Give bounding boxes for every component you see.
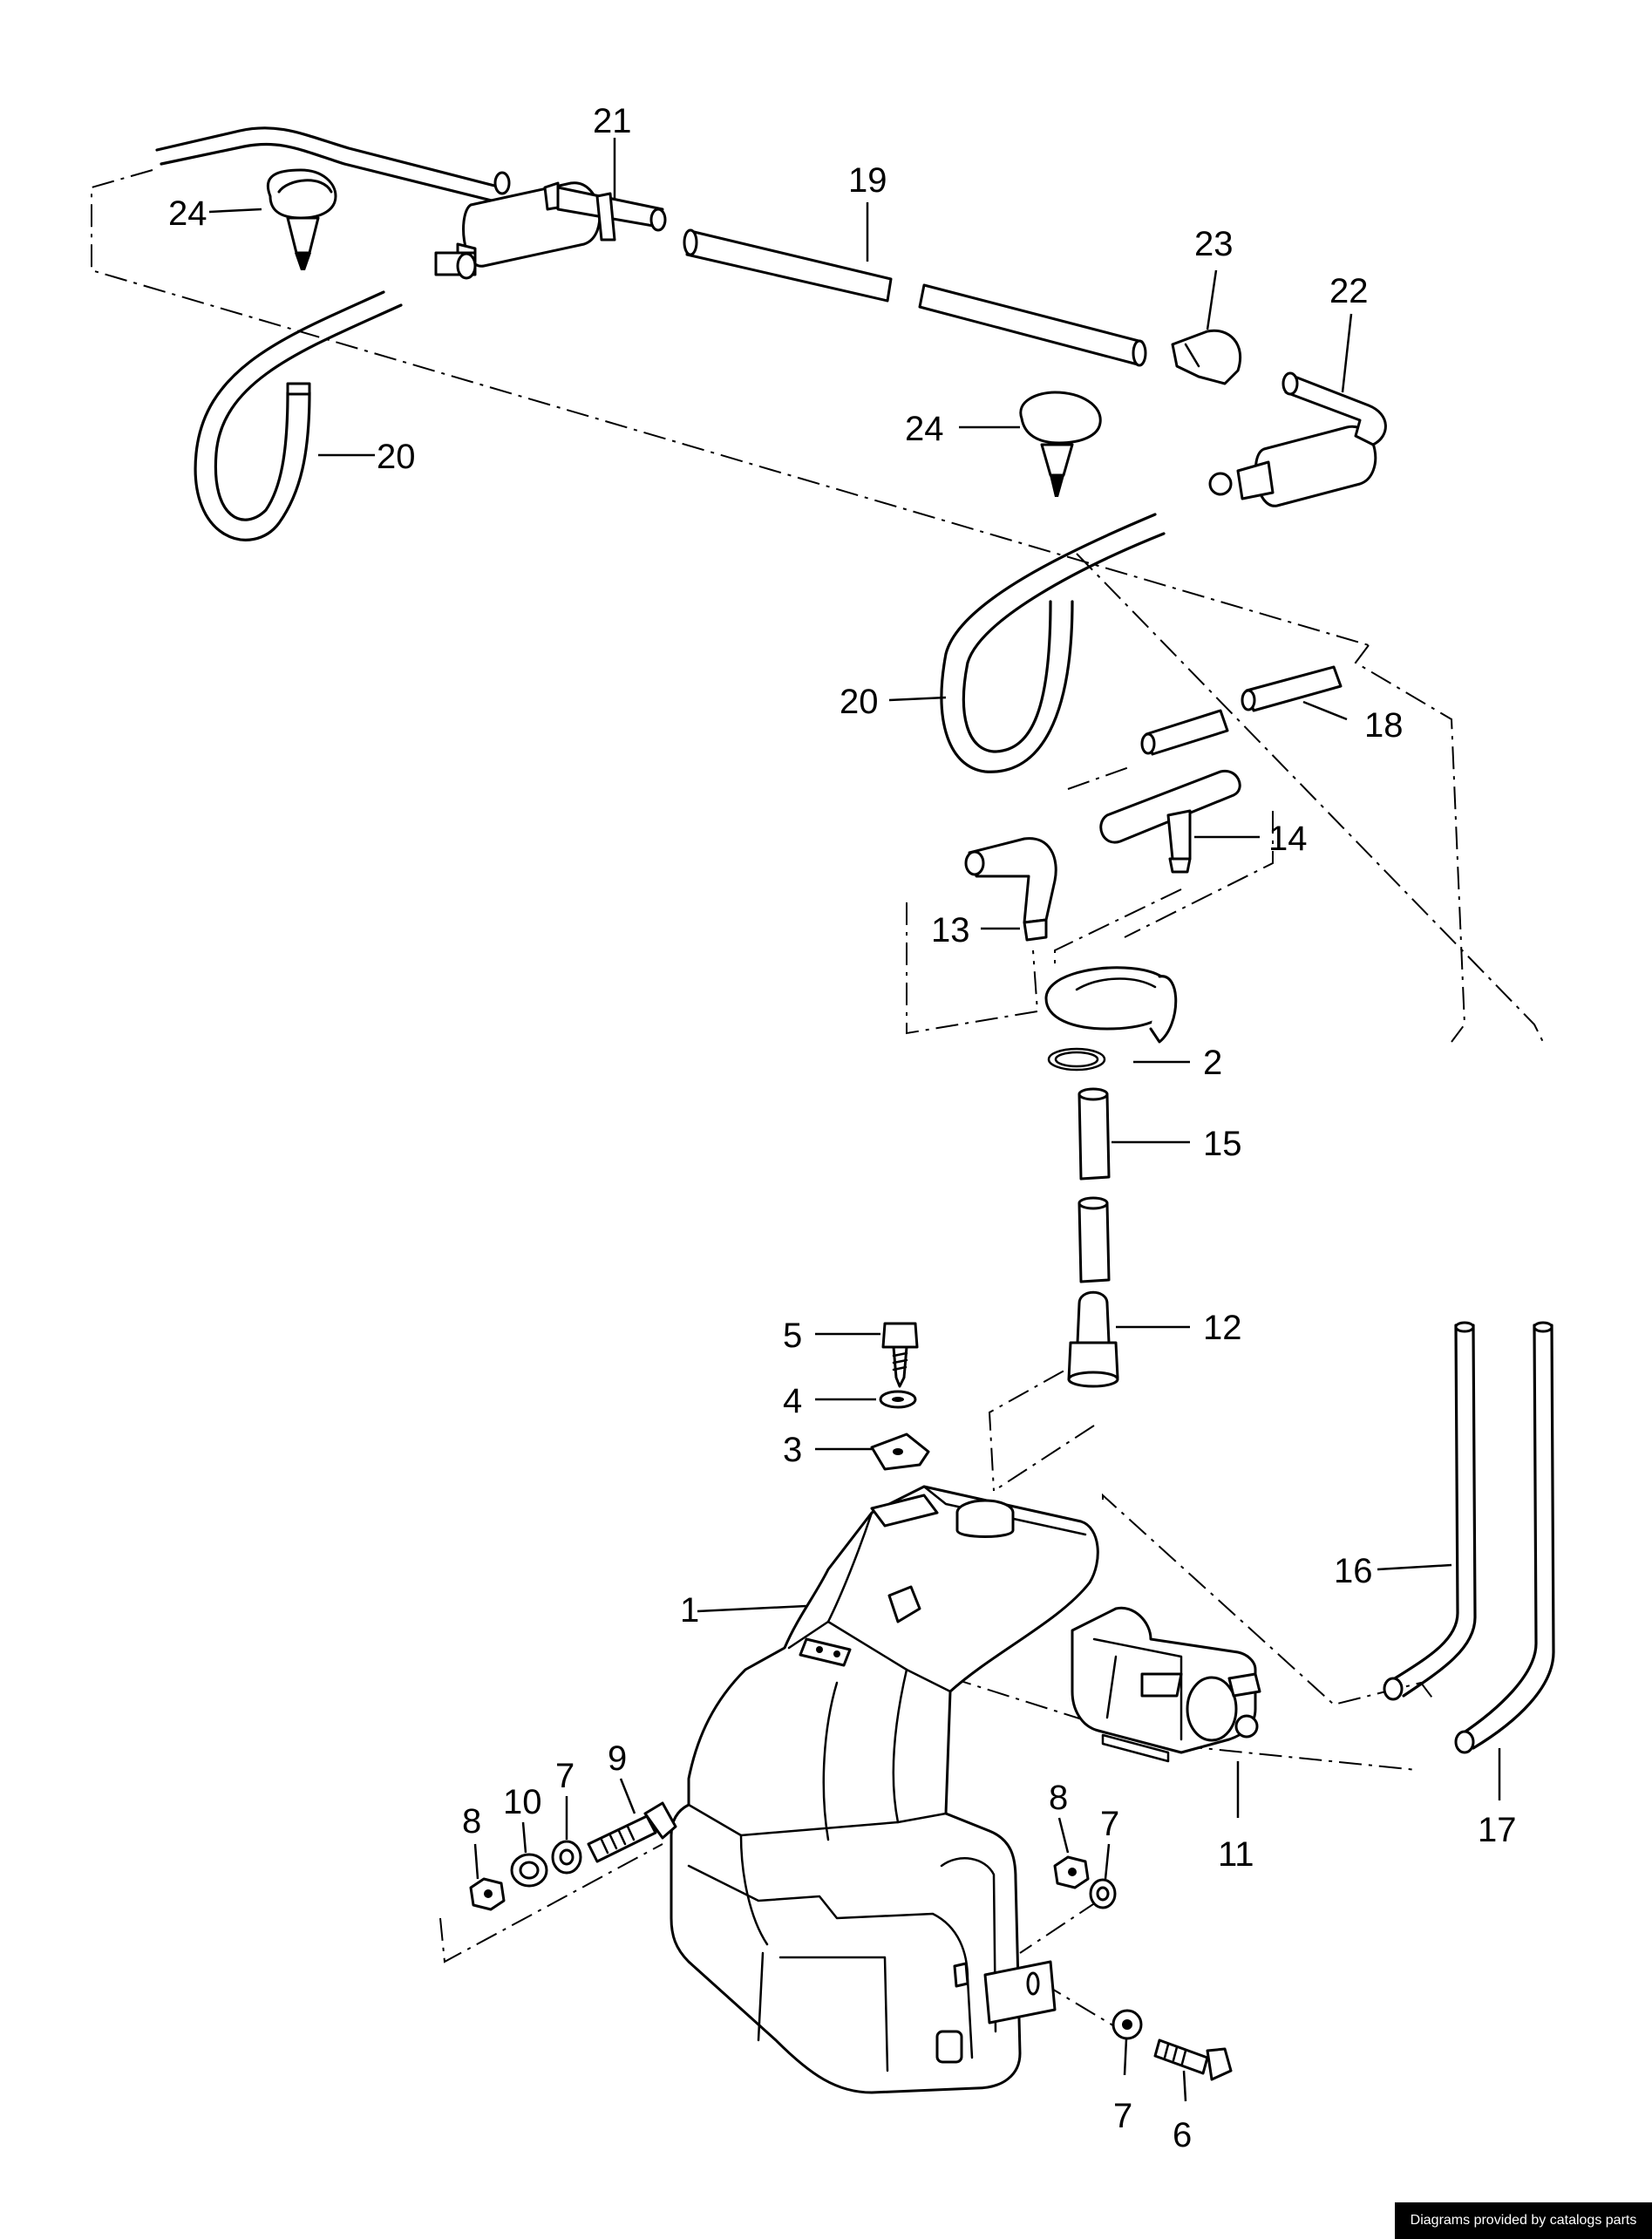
callout-7-right-upper: 7	[1100, 1805, 1119, 1843]
callout-8-right: 8	[1049, 1779, 1068, 1817]
callout-15: 15	[1203, 1125, 1242, 1163]
part-20-left-hose	[194, 290, 403, 541]
part-23-clip	[1171, 329, 1242, 385]
part-18-pipes	[1140, 665, 1343, 756]
part-22-elbow-valve	[1208, 371, 1387, 507]
callout-labels: 1 2 3 4 5 6 7 7 7 8 8 9 10 11 12 13 14 1…	[168, 102, 1517, 2154]
callout-22: 22	[1329, 272, 1369, 310]
part-24-left-nozzle	[267, 168, 337, 270]
callout-24-right: 24	[905, 410, 944, 448]
part-7-washer-right-upper	[1089, 1878, 1117, 1909]
callout-10: 10	[503, 1783, 542, 1821]
part-24-right-nozzle	[1019, 391, 1102, 497]
callout-3: 3	[783, 1431, 802, 1469]
callout-4: 4	[783, 1382, 802, 1420]
part-4-washer	[879, 1390, 917, 1409]
leader-lines	[208, 138, 1501, 2102]
callout-12: 12	[1203, 1309, 1242, 1347]
part-6-bolt	[1153, 2038, 1233, 2081]
callout-1: 1	[680, 1591, 699, 1630]
part-top-left-pipe	[155, 126, 511, 204]
callout-7-left: 7	[555, 1757, 574, 1795]
part-3-clip-nut	[870, 1433, 930, 1471]
callout-6: 6	[1173, 2116, 1192, 2154]
callout-17: 17	[1478, 1811, 1517, 1849]
part-8-nut-right	[1053, 1855, 1090, 1889]
callout-23: 23	[1194, 225, 1234, 263]
part-20-right-hose	[940, 513, 1166, 773]
part-13-elbow	[964, 837, 1057, 942]
callout-11: 11	[1218, 1835, 1254, 1874]
callout-18: 18	[1364, 706, 1404, 745]
part-11-pump	[1071, 1606, 1261, 1763]
part-16-hose	[1383, 1321, 1477, 1701]
part-2-seal	[1047, 1047, 1106, 1072]
part-19-pipe	[683, 228, 1147, 367]
part-17-hose	[1454, 1321, 1555, 1754]
part-7-washer-right-lower	[1112, 2009, 1143, 2040]
callout-5: 5	[783, 1317, 802, 1355]
callout-14: 14	[1268, 820, 1308, 858]
part-15-tube	[1078, 1087, 1111, 1283]
credit-badge: Diagrams provided by catalogs parts	[1395, 2202, 1652, 2239]
callout-24-left: 24	[168, 194, 207, 233]
callout-16: 16	[1334, 1552, 1373, 1590]
part-1-reservoir	[670, 1485, 1099, 2094]
part-8-nut-left	[469, 1877, 506, 1911]
callout-19: 19	[848, 161, 887, 200]
part-10-washer	[510, 1853, 548, 1888]
part-5-screw	[881, 1322, 919, 1388]
filler-cap	[1044, 966, 1178, 1044]
callout-7-right-lower: 7	[1113, 2097, 1132, 2135]
callout-2: 2	[1203, 1044, 1222, 1082]
part-9-bolt	[587, 1801, 677, 1863]
callout-13: 13	[931, 911, 970, 949]
part-14-tee	[1099, 769, 1241, 874]
callout-21: 21	[593, 102, 632, 140]
callout-20-left: 20	[377, 438, 416, 476]
callout-20-right: 20	[840, 683, 879, 721]
part-7-washer-left	[551, 1840, 582, 1875]
callout-8-left: 8	[462, 1802, 481, 1841]
part-21-tee-valve	[434, 181, 667, 280]
part-12-grommet	[1067, 1290, 1119, 1388]
callout-9: 9	[608, 1739, 627, 1778]
